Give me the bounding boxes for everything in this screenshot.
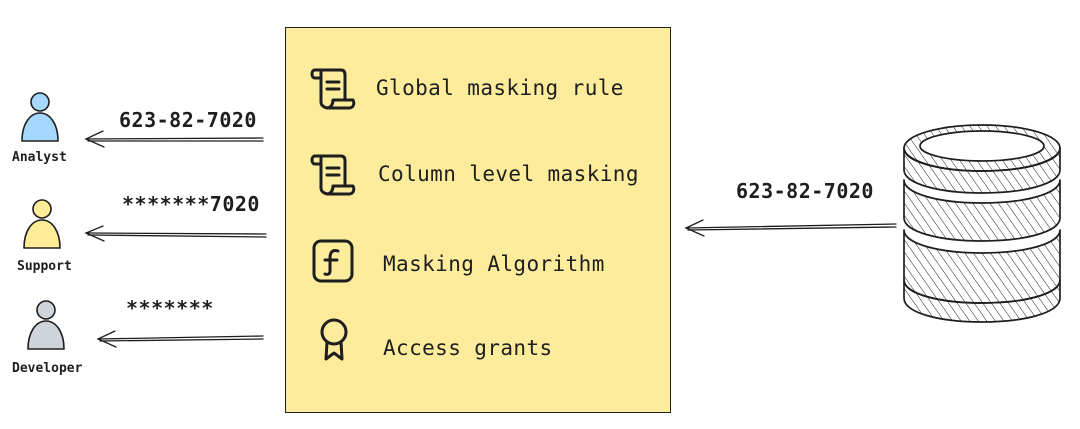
function-icon [312, 239, 354, 283]
rule-access-grants: Access grants [383, 336, 553, 360]
people-layer [21, 92, 65, 350]
analyst-label: Analyst [12, 150, 67, 165]
arrow-to-support [84, 225, 267, 242]
rule-global-masking: Global masking rule [376, 76, 624, 100]
rule-column-masking: Column level masking [378, 162, 639, 186]
support-label: Support [17, 259, 72, 274]
arrow-to-developer [96, 330, 264, 348]
rule-masking-algorithm: Masking Algorithm [383, 252, 605, 276]
arrow-from-database [684, 219, 897, 237]
developer-label: Developer [12, 361, 83, 376]
developer-person-icon [27, 300, 65, 350]
source-value: 623-82-7020 [736, 179, 874, 203]
database-icon [903, 124, 1061, 323]
analyst-person-icon [21, 92, 59, 142]
support-person-icon [23, 199, 61, 249]
award-ribbon-icon [320, 318, 348, 361]
analyst-value: 623-82-7020 [119, 108, 257, 132]
arrow-to-analyst [84, 130, 264, 148]
scroll-icon [310, 154, 356, 196]
scroll-icon [310, 68, 356, 110]
developer-value: ******* [126, 296, 214, 320]
masking-policy-box [285, 27, 671, 413]
support-value: *******7020 [122, 192, 260, 216]
